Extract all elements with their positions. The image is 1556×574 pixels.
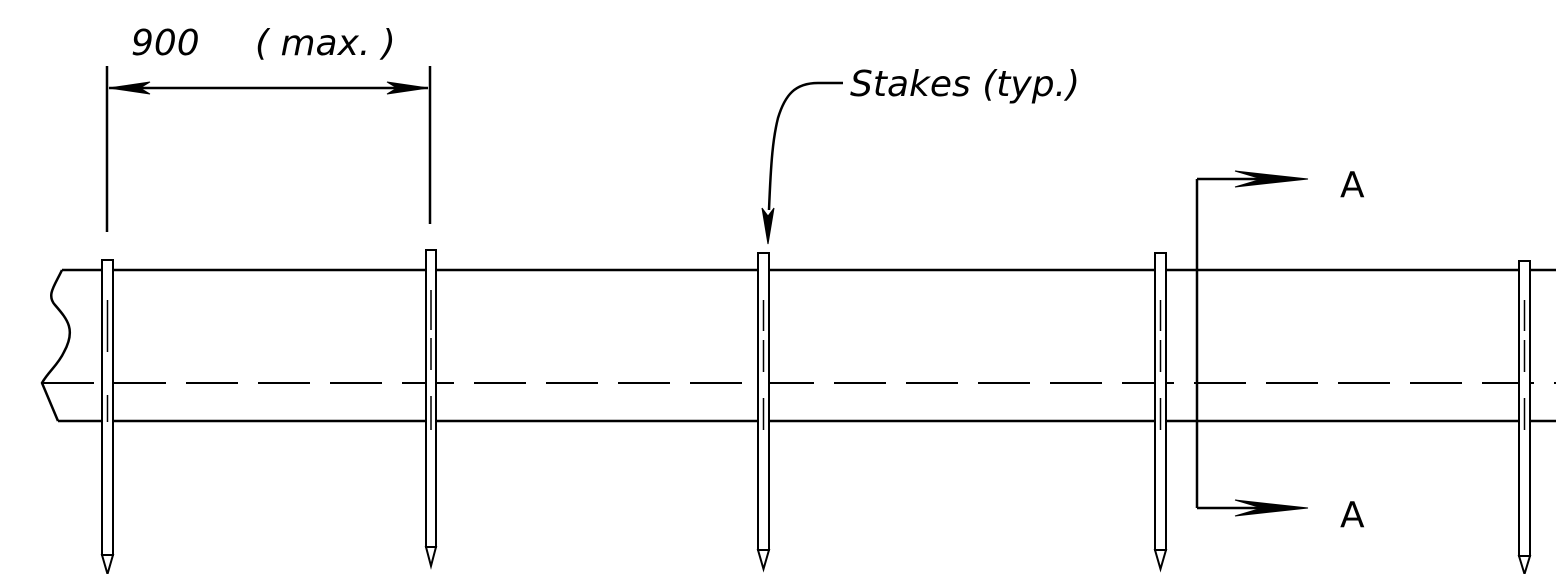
log-body	[40, 268, 1556, 423]
leader-arrowhead	[761, 207, 775, 245]
dimension-arrow-left	[108, 81, 151, 95]
stakes-callout-label: Stakes (typ.)	[850, 64, 1080, 105]
stake	[424, 249, 438, 570]
dimension-value: 900	[131, 23, 200, 64]
stake	[1517, 260, 1532, 574]
stake	[1153, 252, 1168, 573]
section-cut-line	[1195, 170, 1309, 517]
spacing-dimension	[105, 66, 432, 232]
stake	[756, 252, 771, 573]
section-label-bottom: A	[1340, 495, 1365, 536]
dimension-qualifier: ( max. )	[255, 23, 396, 64]
section-arrow-top	[1234, 170, 1309, 188]
dimension-arrow-right	[386, 81, 429, 95]
stakes-leader	[761, 81, 843, 245]
section-arrow-bottom	[1234, 499, 1309, 517]
section-label-top: A	[1340, 165, 1365, 206]
log-break-line	[40, 269, 72, 422]
stake	[100, 259, 115, 574]
